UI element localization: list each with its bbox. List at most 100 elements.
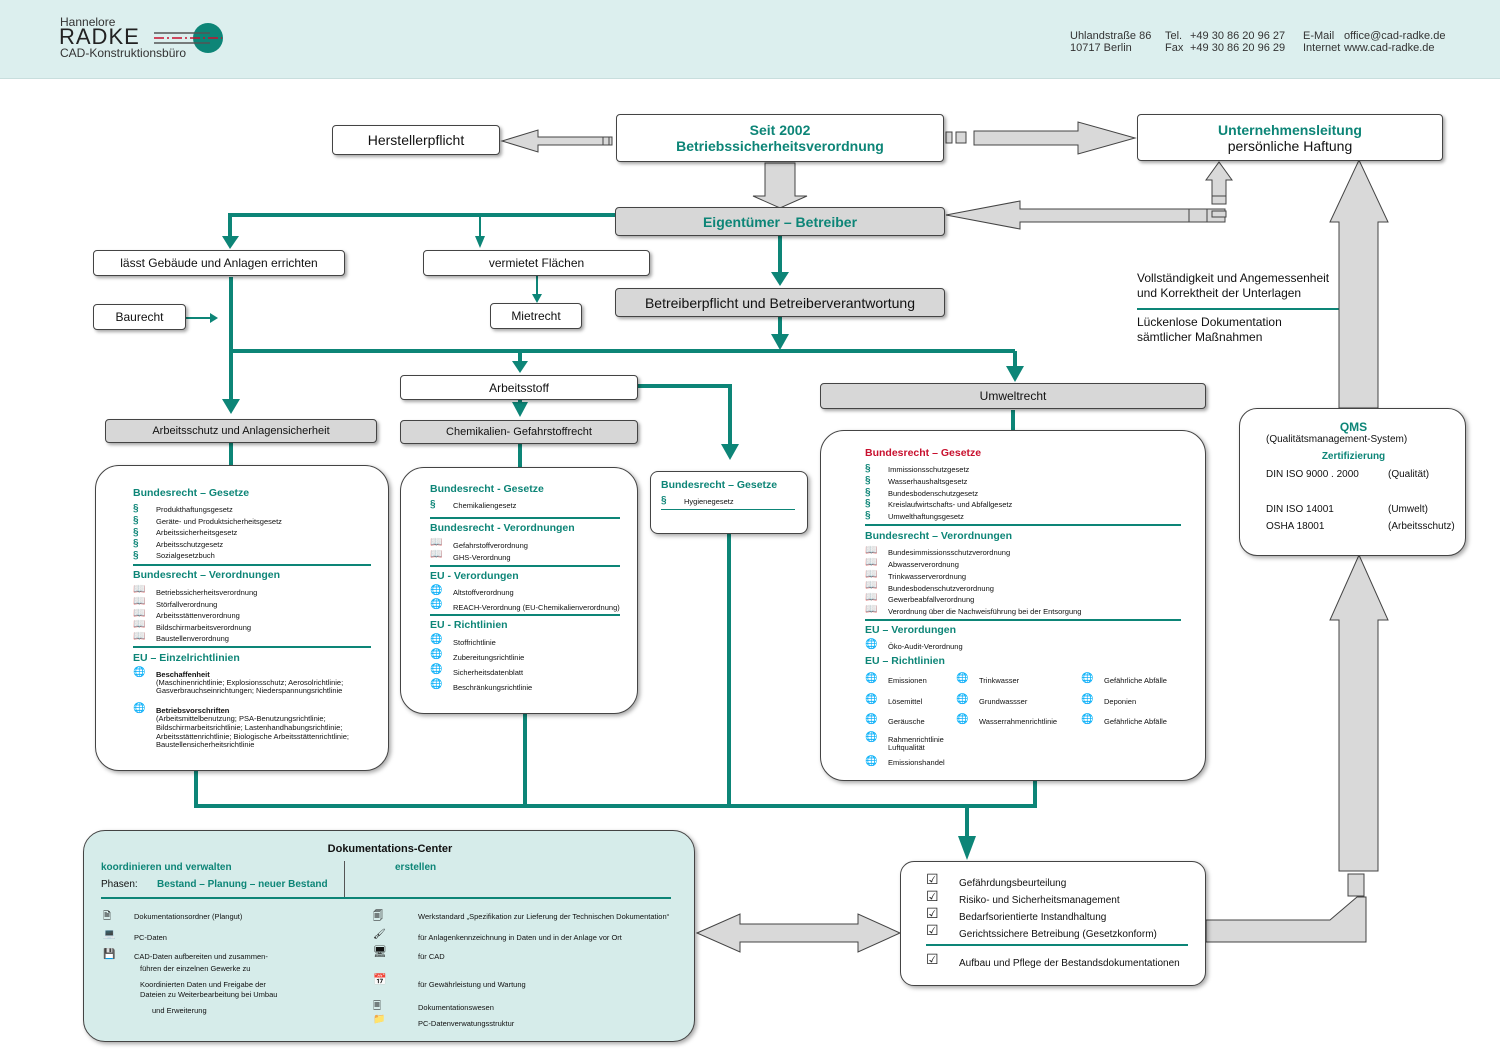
um-heading-eu-rl: EU – Richtlinien [865, 655, 945, 667]
book-icon: 📖 [865, 580, 878, 591]
um-heading-verordnungen: Bundesrecht – Verordnungen [865, 530, 1013, 542]
paragraph-icon: § [865, 487, 871, 498]
checkbox-icon[interactable]: ☑ [926, 905, 939, 921]
chemikalien-box[interactable]: Chemikalien- Gefahrstoffrecht [400, 420, 638, 444]
checkbox-icon[interactable]: ☑ [926, 871, 939, 887]
hygiene-panel: Bundesrecht – Gesetze § Hygienegesetz [650, 471, 808, 534]
eigentuemer-betreiber-box[interactable]: Eigentümer – Betreiber [615, 207, 945, 236]
qms-type-1: (Qualität) [1388, 469, 1430, 480]
mietrecht-box[interactable]: Mietrecht [490, 303, 582, 329]
divider [133, 646, 371, 648]
paragraph-icon: § [133, 515, 139, 526]
vermietet-flaechen-box[interactable]: vermietet Flächen [423, 250, 650, 276]
documentation-center-panel: Dokumentations-Center koordinieren und v… [83, 830, 695, 1042]
paragraph-icon: § [865, 510, 871, 521]
checkbox-icon[interactable]: ☑ [926, 888, 939, 904]
um-rl-col3-item: Deponien [1104, 697, 1137, 706]
as-gesetz-item: Arbeitssicherheitsgesetz [156, 528, 238, 537]
as-betrieb-line: Bildschirmarbeitsrichtlinie; Lastenhandh… [156, 723, 343, 732]
doc-left-item: Dokumentationsordner (Plangut) [134, 912, 243, 921]
um-verordnung-item: Bundesimmissionsschutzverordnung [888, 548, 1011, 557]
doc-phasen-value: Bestand – Planung – neuer Bestand [157, 879, 328, 890]
folder-icon: 📁 [373, 1014, 386, 1025]
note-line-4: sämtlicher Maßnahmen [1137, 330, 1263, 344]
um-rl-col3-item: Gefährliche Abfälle [1104, 676, 1167, 685]
um-rl-col1-item: Emissionshandel [888, 758, 945, 767]
chemikalien-label: Chemikalien- Gefahrstoffrecht [446, 426, 592, 438]
book-icon: 📖 [430, 549, 443, 560]
umweltrecht-box[interactable]: Umweltrecht [820, 383, 1206, 409]
ch-verordnung-item: GHS-Verordnung [453, 553, 511, 562]
herstellerpflicht-box[interactable]: Herstellerpflicht [332, 125, 500, 155]
globe-icon: 🌐 [956, 714, 969, 725]
globe-icon: 🌐 [865, 714, 878, 725]
doc-center-title: Dokumentations-Center [327, 843, 453, 855]
ch-eu-rl-item: Sicherheitsdatenblatt [453, 668, 524, 677]
betreiberpflicht-box[interactable]: Betreiberpflicht und Betreiberverantwort… [615, 288, 945, 317]
paragraph-icon: § [661, 495, 667, 506]
globe-icon: 🌐 [430, 599, 443, 610]
ch-heading-eu-rl: EU - Richtlinien [430, 619, 508, 631]
paragraph-icon: § [865, 475, 871, 486]
ch-heading-gesetze: Bundesrecht - Gesetze [430, 483, 544, 495]
fax-label: Fax [1165, 42, 1184, 54]
globe-icon: 🌐 [430, 649, 443, 660]
files-icon: 🗏 [373, 1001, 382, 1012]
as-betrieb-line: (Arbeitsmittelbenutzung; PSA-Benutzungsr… [156, 714, 326, 723]
um-rl-col1-item: Rahmenrichtlinie [888, 735, 944, 744]
email-link[interactable]: office@cad-radke.de [1344, 30, 1446, 42]
qms-std-3: OSHA 18001 [1266, 521, 1325, 532]
um-rl-col2-item: Trinkwasser [979, 676, 1020, 685]
internet-link[interactable]: www.cad-radke.de [1344, 42, 1435, 54]
unternehmensleitung-box[interactable]: Unternehmensleitung persönliche Haftung [1137, 114, 1443, 161]
um-verordnung-item: Trinkwasserverordnung [888, 572, 967, 581]
as-heading-gesetze: Bundesrecht – Gesetze [133, 487, 250, 499]
globe-icon: 🌐 [865, 756, 878, 767]
checkbox-icon[interactable]: ☑ [926, 951, 939, 967]
arbeitsschutz-label: Arbeitsschutz und Anlagensicherheit [152, 425, 330, 437]
doc-left-item: CAD-Daten aufbereiten und zusammen- [134, 952, 268, 961]
betreiberpflicht-label: Betreiberpflicht und Betreiberverantwort… [644, 294, 916, 311]
gebaeude-errichten-label: lässt Gebäude und Anlagen errichten [120, 256, 318, 270]
logo-name-main: RADKE [59, 24, 140, 49]
unternehmensleitung-title: Unternehmensleitung [1218, 121, 1362, 138]
globe-icon: 🌐 [865, 639, 878, 650]
seit-2002-box[interactable]: Seit 2002 Betriebssicherheitsverordnung [616, 114, 944, 162]
umweltrecht-label: Umweltrecht [979, 389, 1047, 403]
hy-gesetz-item: Hygienegesetz [684, 497, 734, 506]
paragraph-icon: § [865, 463, 871, 474]
arbeitsschutz-box[interactable]: Arbeitsschutz und Anlagensicherheit [105, 419, 377, 443]
um-gesetz-item: Bundesbodenschutzgesetz [888, 489, 979, 498]
checkbox-icon[interactable]: ☑ [926, 922, 939, 938]
chemikalien-panel: Bundesrecht - Gesetze § Chemikaliengeset… [400, 467, 638, 714]
baurecht-box[interactable]: Baurecht [93, 304, 186, 330]
globe-icon: 🌐 [430, 585, 443, 596]
um-rl-col1-item: Emissionen [888, 676, 927, 685]
qms-type-3: (Arbeitsschutz) [1388, 521, 1455, 532]
globe-icon: 🌐 [1081, 694, 1094, 705]
globe-icon: 🌐 [865, 673, 878, 684]
checklist-panel: ☑ Gefährdungsbeurteilung ☑ Risiko- und S… [900, 861, 1206, 986]
book-icon: 📖 [133, 608, 146, 619]
book-icon: 📖 [133, 584, 146, 595]
book-icon: 📖 [865, 604, 878, 615]
seit-2002-line1: Seit 2002 [749, 122, 811, 138]
as-gesetz-item: Arbeitsschutzgesetz [156, 540, 224, 549]
divider [926, 944, 1188, 946]
doc-left-item: Dateien zu Weiterbearbeitung bei Umbau [140, 990, 278, 999]
doc-phasen-label: Phasen: [101, 879, 138, 890]
seit-2002-line2: Betriebssicherheitsverordnung [676, 138, 884, 154]
um-verordnung-item: Abwasserverordnung [888, 560, 959, 569]
gebaeude-errichten-box[interactable]: lässt Gebäude und Anlagen errichten [93, 250, 345, 276]
mietrecht-label: Mietrecht [511, 309, 561, 323]
arbeitsstoff-box[interactable]: Arbeitsstoff [400, 375, 638, 400]
as-gesetz-item: Geräte- und Produktsicherheitsgesetz [156, 517, 282, 526]
um-rl-col2-item: Wasserrahmenrichtlinie [979, 717, 1058, 726]
monitor-icon: 🖥 [373, 946, 387, 958]
divider [430, 565, 620, 567]
globe-icon: 🌐 [430, 664, 443, 675]
as-heading-verordnungen: Bundesrecht – Verordnungen [133, 569, 281, 581]
laptop-icon: 💻 [103, 929, 116, 940]
doc-right-heading: erstellen [395, 862, 437, 873]
qms-panel: QMS (Qualitätsmanagement-System) Zertifi… [1239, 408, 1466, 556]
